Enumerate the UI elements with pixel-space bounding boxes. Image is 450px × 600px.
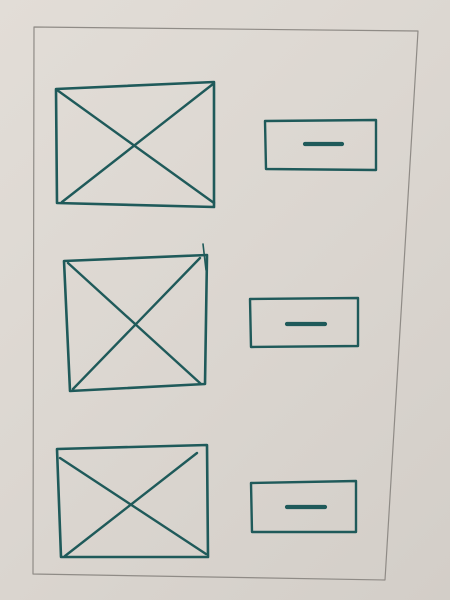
- image-placeholder-2: [62, 243, 209, 393]
- button-placeholder-1[interactable]: [263, 118, 378, 172]
- placeholder-diagonal: [71, 256, 202, 391]
- button-outline: [248, 296, 360, 349]
- wireframe-row-2: [62, 243, 360, 393]
- image-placeholder-1: [54, 80, 216, 209]
- placeholder-diagonal: [58, 456, 208, 556]
- placeholder-diagonal: [66, 261, 203, 386]
- image-placeholder-icon: [54, 80, 216, 209]
- button-outline: [249, 479, 358, 534]
- button-placeholder-2[interactable]: [248, 296, 360, 349]
- placeholder-diagonal: [63, 451, 199, 558]
- button-placeholder-3[interactable]: [249, 479, 358, 534]
- wireframe-row-1: [54, 80, 378, 209]
- button-outline: [263, 118, 378, 172]
- image-placeholder-icon: [62, 253, 209, 393]
- image-placeholder-3: [55, 443, 210, 559]
- device-frame: [32, 26, 419, 581]
- placeholder-diagonal: [60, 82, 215, 204]
- placeholder-diagonal: [55, 88, 216, 205]
- image-placeholder-icon: [55, 443, 210, 559]
- sketch-overshoot: [202, 243, 207, 271]
- wireframe-row-3: [55, 443, 358, 559]
